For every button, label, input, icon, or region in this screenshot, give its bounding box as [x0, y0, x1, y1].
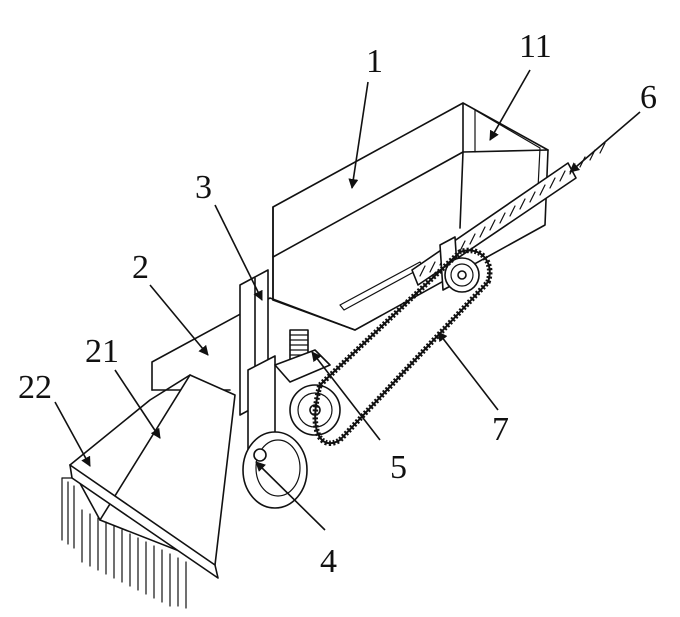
label-5: 5 — [390, 449, 407, 486]
drive-chain — [312, 247, 493, 446]
label-7: 7 — [492, 411, 509, 448]
upper-gear — [439, 236, 480, 293]
label-21: 21 — [85, 333, 119, 370]
label-6: 6 — [640, 79, 657, 116]
spring — [274, 329, 331, 383]
lower-wheel — [242, 431, 308, 509]
box-housing — [272, 102, 549, 331]
label-2: 2 — [132, 249, 149, 286]
leader-lines — [54, 69, 641, 531]
brush-teeth — [61, 464, 219, 609]
label-11: 11 — [519, 28, 552, 65]
label-4: 4 — [320, 543, 337, 580]
funnel-hopper — [69, 374, 236, 566]
label-3: 3 — [195, 169, 212, 206]
label-1: 1 — [366, 43, 383, 80]
label-22: 22 — [18, 369, 52, 406]
vertical-post — [239, 269, 276, 466]
box-opening — [474, 109, 541, 189]
